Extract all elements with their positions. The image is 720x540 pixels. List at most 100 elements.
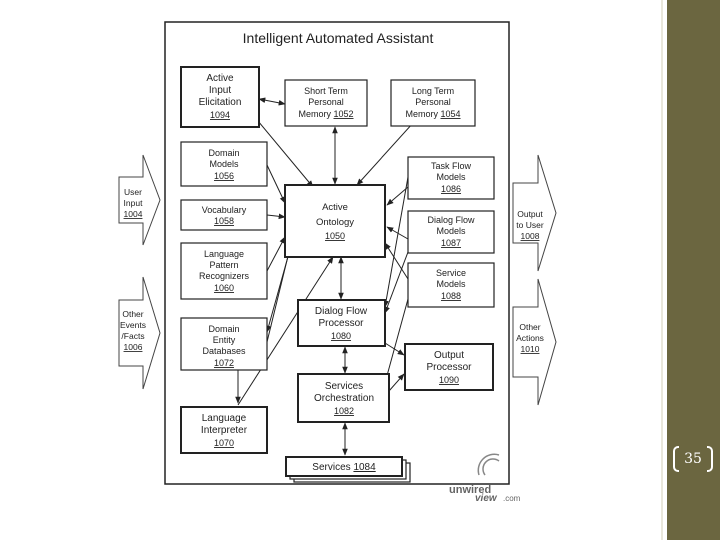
watermark-text-3: .com: [503, 494, 521, 503]
edge-domain-models: [266, 164, 286, 204]
edge-dialog-flow-models-dfp: [384, 251, 409, 314]
edge-interpreter-ontology: [237, 256, 334, 406]
edge-service-models-ontology: [384, 242, 409, 280]
ltm-line-1: Long Term: [412, 86, 454, 96]
short-term-memory-label: Short Term Personal Memory 1052: [298, 86, 353, 119]
dialog-flow-processor-box: [297, 299, 386, 347]
output-to-user-line-1: Output: [517, 209, 543, 219]
output-to-user-arrow: [512, 154, 557, 272]
user-input-ref: 1004: [124, 209, 143, 219]
stm-line-3: Memory 1052: [298, 109, 353, 119]
aie-line-3: Elicitation: [199, 97, 242, 108]
active-input-elicitation-label: Active Input Elicitation 1094: [199, 73, 242, 120]
long-term-memory-box: [390, 79, 476, 127]
ao-line-1: Active: [322, 202, 348, 213]
vocabulary-box: [180, 199, 268, 231]
aie-ref: 1094: [210, 110, 230, 120]
user-input-line-1: User: [124, 187, 142, 197]
ltm-memory-word: Memory: [405, 109, 438, 119]
sm-line-1: Service: [436, 268, 466, 278]
user-input-line-2: Input: [124, 198, 144, 208]
other-actions-label: Other Actions 1010: [516, 322, 544, 354]
li-line-1: Language: [202, 413, 247, 424]
other-actions-line-2: Actions: [516, 333, 544, 343]
active-ontology-label: Active Ontology 1050: [316, 202, 354, 241]
active-input-elicitation-box: [180, 66, 260, 128]
output-processor-box: [404, 343, 494, 391]
slide-divider: [661, 0, 663, 540]
services-ref: 1084: [353, 462, 376, 473]
lpr-line-2: Pattern: [209, 260, 238, 270]
task-flow-models-label: Task Flow Models 1086: [431, 161, 472, 194]
domain-models-label: Domain Models 1056: [208, 148, 239, 181]
op-ref: 1090: [439, 375, 459, 385]
edge-dfp-output: [384, 342, 405, 356]
domain-entity-databases-box: [180, 317, 268, 371]
connectors: [235, 97, 414, 456]
page-number-left-bracket: [673, 446, 679, 472]
assistant-diagram: Intelligent Automated Assistant User Inp…: [118, 21, 557, 504]
ded-line-2: Entity: [213, 335, 236, 345]
output-to-user-line-2: to User: [516, 220, 544, 230]
short-term-memory-box: [284, 79, 368, 127]
vocabulary-label: Vocabulary 1058: [202, 205, 247, 226]
edge-ltm-ontology: [356, 122, 414, 186]
ded-line-1: Domain: [208, 324, 239, 334]
lpr-line-3: Recognizers: [199, 271, 250, 281]
stm-line-1: Short Term: [304, 86, 348, 96]
long-term-memory-label: Long Term Personal Memory 1054: [405, 86, 460, 119]
other-events-line-3: /Facts: [121, 331, 144, 341]
user-input-label: User Input 1004: [124, 187, 144, 219]
sm-line-2: Models: [436, 279, 466, 289]
edge-dialog-flow-models-ontology: [386, 226, 409, 240]
output-processor-label: Output Processor 1090: [426, 350, 472, 385]
patent-figure: Intelligent Automated Assistant User Inp…: [113, 17, 564, 507]
vocab-line-1: Vocabulary: [202, 205, 247, 215]
other-events-line-2: Events: [120, 320, 146, 330]
language-interpreter-label: Language Interpreter 1070: [201, 413, 248, 448]
li-ref: 1070: [214, 438, 234, 448]
services-box: [285, 456, 403, 477]
output-to-user-ref: 1008: [521, 231, 540, 241]
so-line-1: Services: [325, 381, 363, 392]
domain-entity-databases-label: Domain Entity Databases 1072: [202, 324, 246, 368]
services-label: Services 1084: [312, 462, 376, 473]
other-actions-arrow: [512, 278, 557, 406]
stm-line-2: Personal: [308, 97, 344, 107]
services-orchestration-label: Services Orchestration 1082: [314, 381, 374, 416]
edge-vocabulary: [266, 213, 286, 220]
edge-ontology-ded: [265, 252, 290, 333]
so-line-2: Orchestration: [314, 393, 374, 404]
task-flow-models-box: [407, 156, 495, 200]
edge-aie-ontology: [257, 120, 314, 188]
ltm-line-3: Memory 1054: [405, 109, 460, 119]
watermark-text-1: unwired: [449, 484, 491, 496]
active-ontology-box: [284, 184, 386, 258]
edge-aie-stm: [258, 97, 286, 106]
watermark-signal-arc-1: [482, 458, 500, 476]
watermark-signal-arc-2: [477, 453, 500, 476]
so-ref: 1082: [334, 406, 354, 416]
edge-task-flow-dfp: [383, 176, 409, 308]
op-line-2: Processor: [426, 362, 472, 373]
edge-service-models-orchestration: [383, 298, 409, 384]
domain-models-box: [180, 141, 268, 187]
diagram-title: Intelligent Automated Assistant: [243, 30, 434, 46]
vocab-ref: 1058: [214, 216, 234, 226]
stm-memory-word: Memory: [298, 109, 331, 119]
watermark-text-2: view: [475, 493, 498, 504]
dialog-flow-processor-label: Dialog Flow Processor 1080: [315, 306, 368, 341]
stm-ref: 1052: [334, 109, 354, 119]
user-input-arrow: [118, 154, 161, 246]
ao-ref: 1050: [325, 231, 345, 241]
ltm-line-2: Personal: [415, 97, 451, 107]
dfm-line-2: Models: [436, 226, 466, 236]
other-events-line-1: Other: [122, 309, 143, 319]
lpr-ref: 1060: [214, 283, 234, 293]
edge-task-flow-ontology: [386, 186, 409, 206]
edge-orchestration-output: [388, 373, 405, 392]
language-pattern-recognizers-box: [180, 242, 268, 300]
aie-line-2: Input: [209, 85, 231, 96]
ao-line-2: Ontology: [316, 217, 354, 228]
other-events-arrow: [118, 276, 161, 390]
